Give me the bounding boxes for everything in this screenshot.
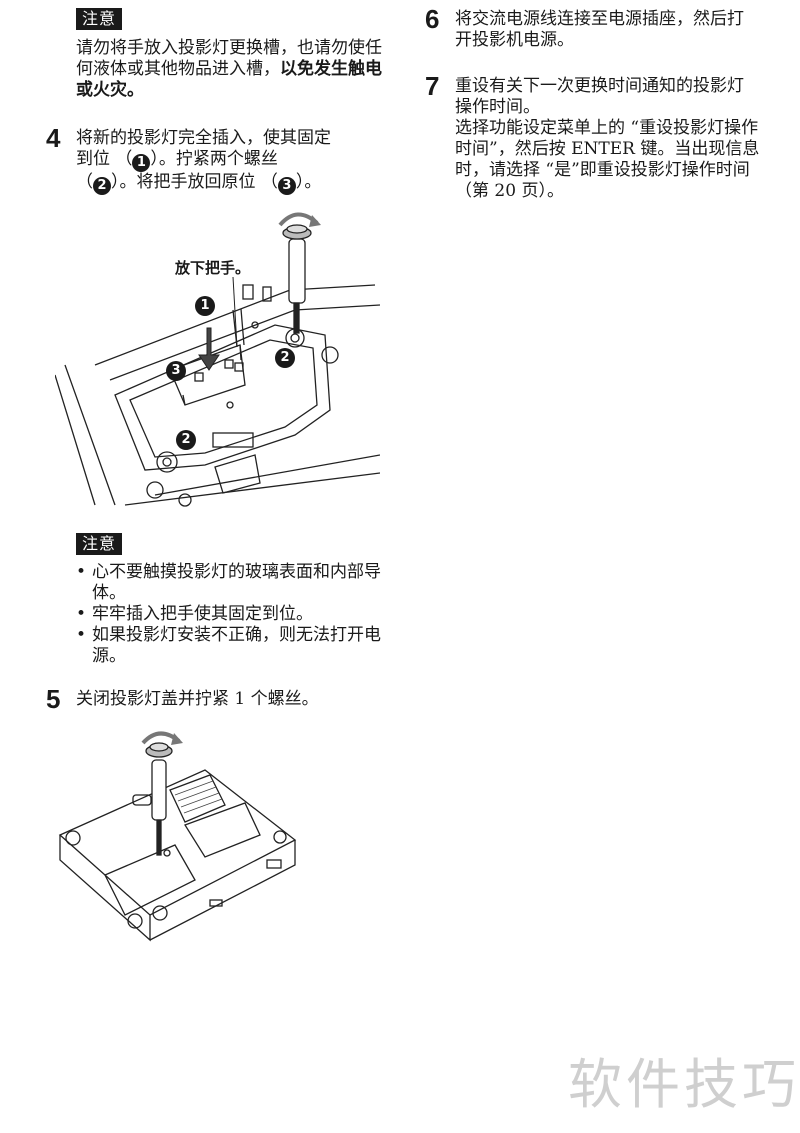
figure-marker-3: 3: [166, 361, 186, 381]
caution-item-3: 如果投影灯安装不正确，则无法打开电源。: [76, 625, 386, 667]
figure-marker-1: 1: [195, 296, 215, 316]
callout-circle-3: 3: [277, 177, 296, 195]
step-number-5: 5: [46, 684, 61, 714]
step-text-7: 重设有关下一次更换时间通知的投影灯操作时间。 选择功能设定菜单上的 “重设投影灯…: [455, 76, 760, 202]
callout-circle-1: 1: [132, 154, 151, 172]
step-number-6: 6: [425, 4, 440, 34]
caution-list-2: 心不要触摸投影灯的玻璃表面和内部导体。 牢牢插入把手使其固定到位。 如果投影灯安…: [76, 562, 386, 667]
step-7-instruction: 重设有关下一次更换时间通知的投影灯操作时间。: [455, 76, 744, 117]
caution-text-1: 请勿将手放入投影灯更换槽，也请勿使任何液体或其他物品进入槽，以免发生触电或火灾。: [76, 38, 382, 100]
watermark: 软件技巧: [568, 1053, 800, 1116]
caution-badge-2: 注意: [76, 533, 123, 555]
callout-circle-2: 2: [93, 177, 111, 195]
lamp-cover-illustration: [55, 725, 300, 950]
step-number-4: 4: [46, 123, 61, 153]
step-7-detail: 选择功能设定菜单上的 “重设投影灯操作时间”，然后按 ENTER 键。当出现信息…: [455, 118, 760, 201]
caution-badge-1: 注意: [76, 8, 123, 30]
step-number-7: 7: [425, 71, 440, 101]
step-text-6: 将交流电源线连接至电源插座，然后打开投影机电源。: [455, 9, 744, 50]
step-text-4: 将新的投影灯完全插入，使其固定 到位 （1）。拧紧两个螺丝 （2）。将把手放回原…: [76, 128, 331, 195]
step-text-5: 关闭投影灯盖并拧紧 1 个螺丝。: [76, 689, 319, 709]
figure-marker-2-right: 2: [275, 348, 295, 368]
lamp-insertion-illustration: 放下把手。 1 2 3 2: [54, 205, 381, 510]
caution-item-1: 心不要触摸投影灯的玻璃表面和内部导体。: [76, 562, 386, 604]
figure-marker-2-left: 2: [176, 430, 196, 450]
figure-label-lower-handle: 放下把手。: [175, 259, 251, 277]
caution-item-2: 牢牢插入把手使其固定到位。: [76, 604, 386, 625]
